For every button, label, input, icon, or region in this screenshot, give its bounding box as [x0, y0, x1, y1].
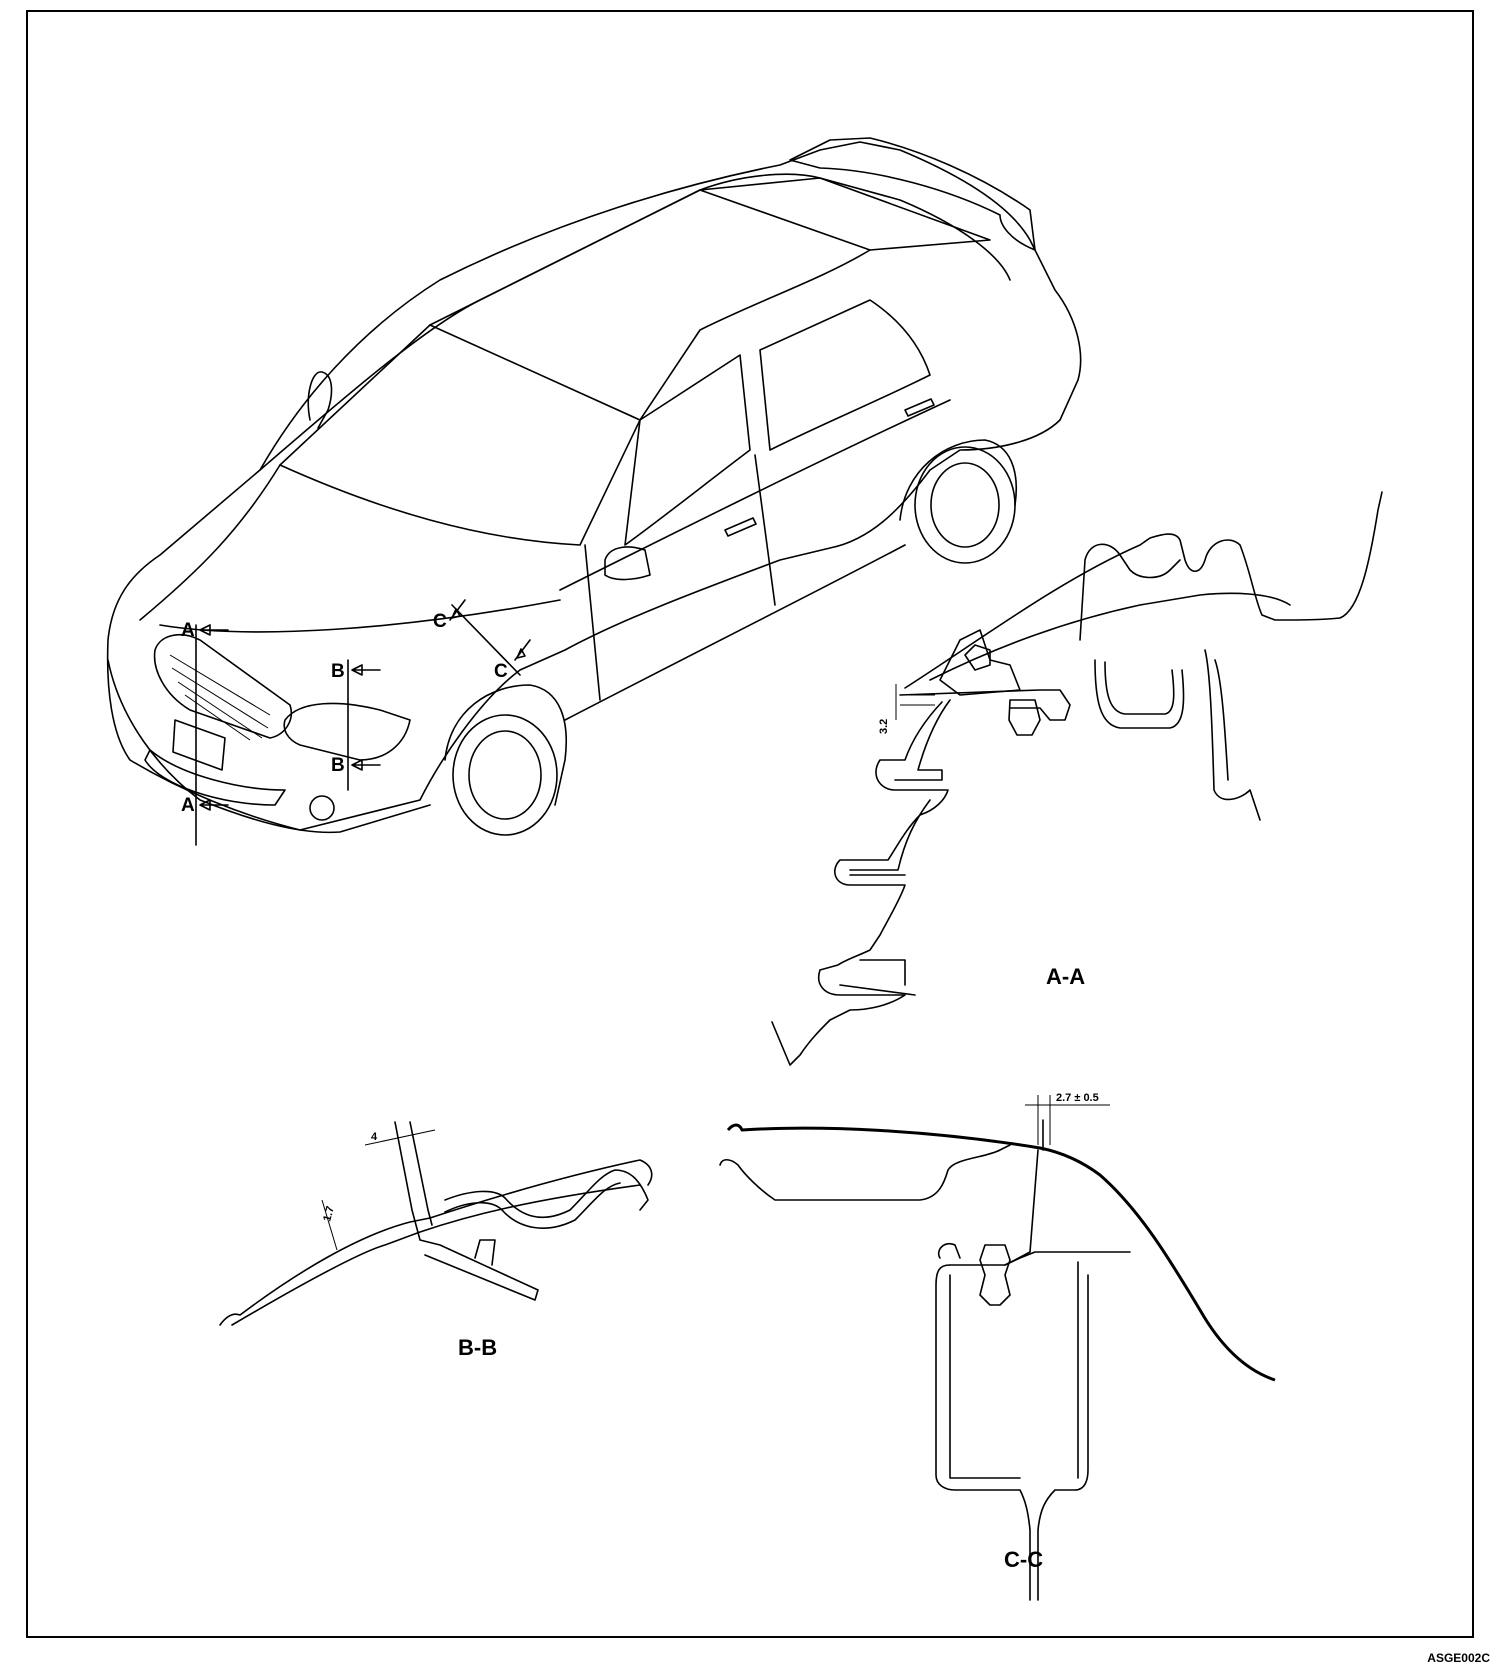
car-lower-intake — [144, 749, 286, 806]
cut-arrow-a-top — [199, 624, 229, 636]
car-front-door-window — [624, 354, 751, 546]
drawing-frame — [26, 10, 1474, 1638]
bb-fender-inner — [231, 1184, 641, 1326]
car-mirror — [604, 546, 651, 581]
cut-line-c — [451, 604, 521, 676]
section-cc-title: C-C — [1004, 1547, 1043, 1572]
aa-hood-skin — [904, 491, 1383, 689]
cc-inner-box-offset — [949, 1261, 1079, 1479]
cut-arrow-c-bottom — [514, 639, 531, 661]
aa-clip — [1008, 699, 1041, 736]
aa-latch-bracket — [939, 629, 1021, 696]
car-front-door-line — [584, 544, 601, 701]
cc-fender-wall — [1004, 1149, 1039, 1266]
cc-dimension: 2.7 ± 0.5 — [1056, 1092, 1099, 1104]
aa-hood-reinforcement — [1079, 543, 1181, 641]
car-body-outline — [106, 141, 1082, 831]
bb-hood-flange — [394, 1121, 539, 1301]
section-bb-title: B-B — [458, 1335, 497, 1360]
car-beltline — [559, 399, 951, 591]
bb-vertical-wall — [409, 1121, 433, 1226]
aa-bumper-profile-inner — [839, 699, 951, 996]
aa-bumper-profile — [771, 701, 949, 1066]
car-rear-wheel — [899, 439, 1017, 564]
aa-latch-detail — [964, 644, 991, 671]
cut-arrow-c-top — [449, 599, 466, 621]
section-aa-drawing — [771, 491, 1383, 1066]
section-cut-lines — [195, 599, 531, 846]
car-fog-lamp — [309, 795, 335, 821]
car-front-wheel — [444, 684, 568, 836]
cut-arrow-a-bottom — [199, 799, 229, 811]
cc-apron — [949, 1251, 1131, 1266]
aa-fender-edge — [1204, 649, 1261, 821]
cc-apron-left — [937, 1242, 961, 1259]
car-roof-panel — [429, 189, 871, 421]
aa-hood-inner — [929, 592, 1291, 681]
car-windshield — [279, 324, 641, 546]
cc-hood-inner — [719, 1144, 1011, 1201]
car-illustration — [106, 137, 1082, 836]
cc-clip — [979, 1244, 1011, 1306]
bb-hood-inner-curve — [444, 1169, 649, 1219]
marker-a-bottom: A — [181, 795, 195, 816]
cc-hood-outer — [726, 1123, 1276, 1382]
car-hood-edge — [139, 464, 281, 621]
marker-b-bottom: B — [331, 755, 345, 776]
marker-c-top: C — [433, 611, 447, 632]
aa-fender-inner — [1214, 659, 1229, 781]
car-hood-crease — [159, 599, 561, 633]
car-license-plate — [172, 719, 226, 771]
section-bb-drawing — [219, 1121, 653, 1326]
car-spoiler — [789, 137, 1036, 251]
car-rear-door-window — [759, 299, 931, 451]
aa-dimension: 3.2 — [878, 719, 890, 734]
car-front-handle — [724, 517, 757, 537]
bb-bracket — [474, 1239, 496, 1266]
aa-striker-loop-inner — [1104, 661, 1175, 715]
bb-dimension-side: 1.7 — [321, 1205, 337, 1223]
aa-striker-loop — [1094, 659, 1185, 729]
car-grille-bars — [169, 654, 271, 741]
car-roofline — [259, 173, 1011, 471]
cc-inner-box — [935, 1264, 1089, 1601]
car-rear-handle — [904, 398, 935, 417]
aa-radiator-panel — [899, 689, 1071, 721]
bb-dimension-top: 4 — [371, 1131, 378, 1143]
section-aa-title: A-A — [1046, 964, 1085, 989]
car-rear-window — [699, 177, 991, 251]
car-rear-door-line — [754, 454, 776, 606]
car-antenna — [307, 371, 333, 429]
bb-fender-skin — [219, 1159, 653, 1326]
marker-b-top: B — [331, 661, 345, 682]
cut-arrow-b-top — [351, 664, 381, 676]
car-front-bumper — [107, 659, 431, 834]
bb-dim-side-line — [321, 1199, 338, 1251]
car-grille — [153, 634, 292, 739]
bb-hood-inner-curve2 — [444, 1182, 621, 1229]
marker-a-top: A — [181, 620, 195, 641]
cut-arrow-b-bottom — [351, 759, 381, 771]
bb-dim-top-line — [364, 1129, 436, 1146]
car-side-sill — [564, 544, 906, 721]
car-headlight — [283, 702, 411, 761]
figure-code: ASGE002C — [1427, 1651, 1490, 1665]
marker-c-bottom: C — [494, 661, 508, 682]
section-cc-drawing — [719, 1095, 1276, 1601]
